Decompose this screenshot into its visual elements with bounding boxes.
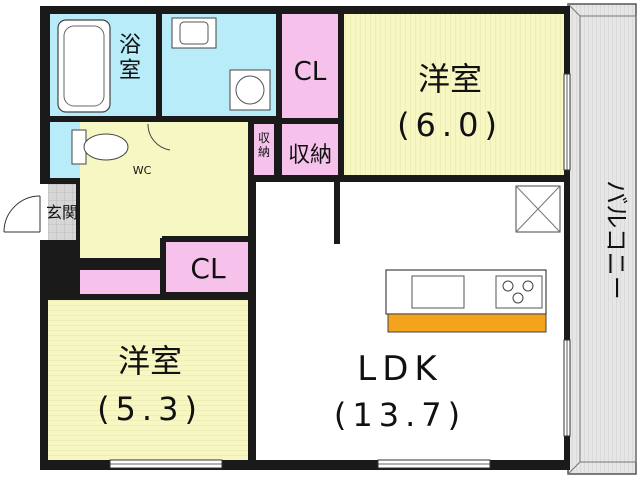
room-label-entrance: 玄関 [46, 203, 78, 222]
entrance-area [46, 184, 76, 240]
storage-area [280, 124, 340, 176]
room-size-bedroom-top: (6.0) [397, 106, 503, 144]
room-label-cl-mid: CL [190, 252, 226, 285]
storage-small-area [254, 124, 274, 176]
room-label-storage-small: 収納 [258, 131, 270, 159]
room-label-bath: 浴室 [119, 33, 141, 83]
closet-mid-area [166, 242, 248, 292]
room-label-bedroom-bottom: 洋室 [118, 342, 182, 380]
room-label-ldk: LDK [357, 349, 442, 389]
room-size-ldk: (13.7) [334, 396, 466, 434]
shoe-closet-area [80, 270, 160, 294]
room-label-bedroom-top: 洋室 [418, 60, 482, 98]
kitchen-sink-icon [411, 275, 465, 309]
bathtub-icon [57, 19, 111, 113]
breakfast-bar [387, 313, 547, 333]
sink-icon [171, 17, 217, 49]
room-size-bedroom-bottom: (5.3) [97, 390, 203, 428]
bedroom-bottom-area [48, 300, 248, 460]
bedroom-top-area [344, 14, 564, 176]
room-label-storage: 収納 [288, 143, 332, 168]
washing-machine-icon [229, 69, 271, 111]
balcony-area [567, 3, 637, 475]
room-label-wc: WC [133, 164, 152, 177]
room-label-balcony: バルコニー [602, 180, 630, 300]
room-label-cl-top: CL [294, 57, 327, 87]
closet-top-area [282, 14, 338, 118]
